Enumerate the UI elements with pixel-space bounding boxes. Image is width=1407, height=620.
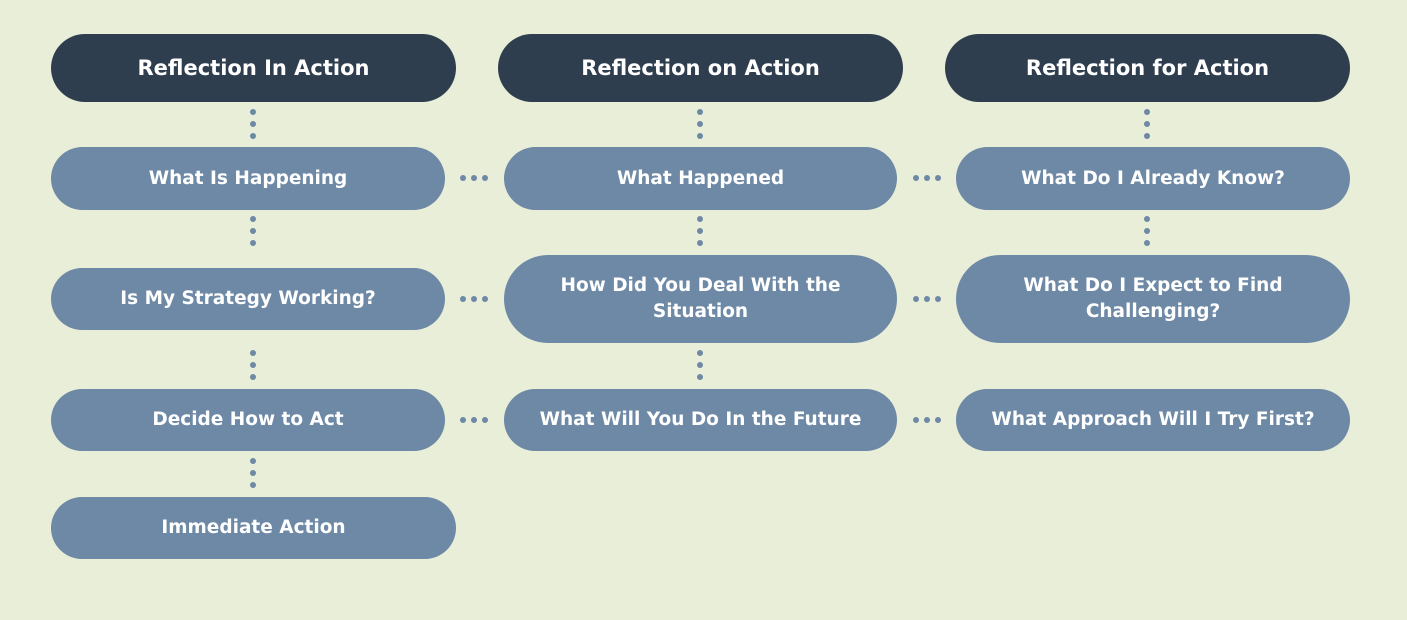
node-what-will-you-do: What Will You Do In the Future [504,389,897,451]
header-reflection-in-action: Reflection In Action [51,34,456,102]
node-what-do-i-already-know: What Do I Already Know? [956,147,1350,210]
horizontal-connector [913,175,941,181]
vertical-connector [697,216,703,246]
node-how-did-you-deal: How Did You Deal With the Situation [504,255,897,343]
horizontal-connector [913,417,941,423]
node-what-do-i-expect: What Do I Expect to Find Challenging? [956,255,1350,343]
node-what-approach: What Approach Will I Try First? [956,389,1350,451]
horizontal-connector [460,296,488,302]
vertical-connector [697,109,703,139]
vertical-connector [250,458,256,488]
header-reflection-on-action: Reflection on Action [498,34,903,102]
vertical-connector [250,109,256,139]
horizontal-connector [460,417,488,423]
vertical-connector [250,350,256,380]
node-what-happened: What Happened [504,147,897,210]
vertical-connector [1144,216,1150,246]
header-reflection-for-action: Reflection for Action [945,34,1350,102]
node-immediate-action: Immediate Action [51,497,456,559]
node-what-is-happening: What Is Happening [51,147,445,210]
node-is-my-strategy-working: Is My Strategy Working? [51,268,445,330]
horizontal-connector [913,296,941,302]
horizontal-connector [460,175,488,181]
vertical-connector [1144,109,1150,139]
vertical-connector [697,350,703,380]
node-decide-how-to-act: Decide How to Act [51,389,445,451]
vertical-connector [250,216,256,246]
